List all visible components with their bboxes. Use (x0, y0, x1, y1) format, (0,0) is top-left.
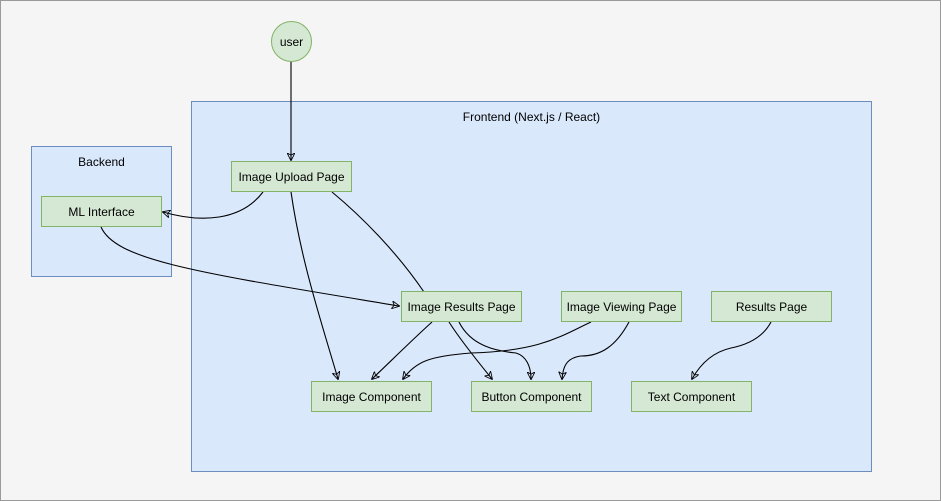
results-page-label: Results Page (735, 299, 808, 314)
edge-image-viewing-to-image-component (403, 321, 592, 379)
image-upload-page-node[interactable]: Image Upload Page (231, 161, 352, 192)
ml-interface-label: ML Interface (68, 204, 135, 219)
image-results-page-label: Image Results Page (407, 299, 516, 314)
frontend-title: Frontend (Next.js / React) (462, 110, 601, 124)
image-viewing-page-label: Image Viewing Page (566, 299, 677, 314)
image-upload-page-label: Image Upload Page (238, 169, 345, 184)
text-component-node[interactable]: Text Component (631, 381, 752, 412)
edge-image-upload-to-ml-interface (163, 191, 264, 219)
user-actor[interactable]: user (271, 21, 312, 62)
image-component-node[interactable]: Image Component (311, 381, 432, 412)
results-page-node[interactable]: Results Page (711, 291, 832, 322)
image-results-page-node[interactable]: Image Results Page (401, 291, 522, 322)
edge-image-upload-to-image-component (290, 191, 338, 379)
edge-image-results-to-image-component (372, 321, 433, 379)
ml-interface-node[interactable]: ML Interface (41, 196, 162, 227)
image-component-label: Image Component (322, 389, 421, 404)
edge-image-results-to-button-component-b (458, 321, 531, 379)
edge-results-page-to-text-component (692, 321, 772, 379)
button-component-node[interactable]: Button Component (471, 381, 592, 412)
image-viewing-page-node[interactable]: Image Viewing Page (561, 291, 682, 322)
text-component-label: Text Component (647, 389, 736, 404)
button-component-label: Button Component (481, 389, 582, 404)
edge-image-viewing-to-button-component (562, 321, 630, 379)
edge-image-results-to-button-component-a (448, 321, 492, 379)
user-actor-label: user (279, 34, 304, 49)
backend-title: Backend (78, 155, 125, 169)
edge-ml-interface-to-image-results (100, 226, 399, 306)
edge-image-upload-to-image-results (331, 191, 425, 293)
